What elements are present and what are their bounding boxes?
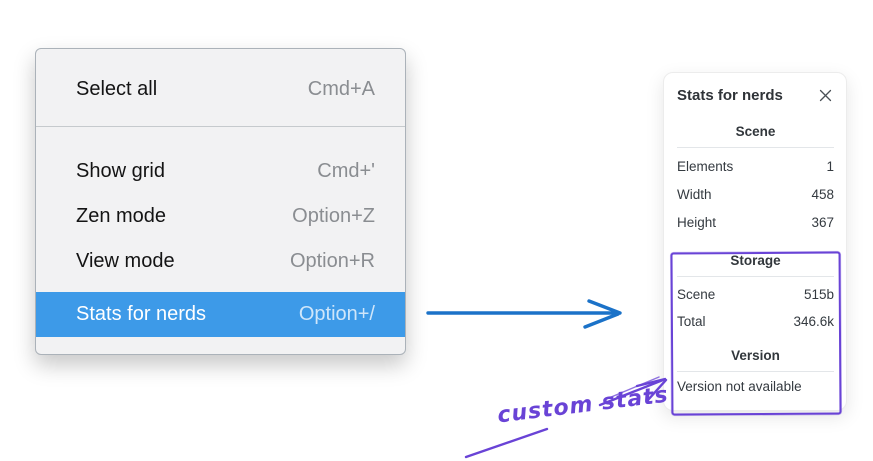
stat-value: 367 — [811, 214, 834, 230]
section-heading-scene: Scene — [735, 124, 776, 139]
menu-item-zen-mode[interactable]: Zen mode Option+Z — [36, 194, 405, 239]
close-icon — [819, 89, 831, 101]
custom-stats-annotation: custom stats — [496, 382, 670, 429]
section-divider — [677, 276, 834, 277]
stats-close-button[interactable] — [816, 86, 834, 104]
stat-label: Scene — [677, 287, 716, 302]
menu-to-panel-arrow — [426, 299, 622, 329]
stat-row-scene-storage: Scene 515b — [677, 281, 834, 308]
menu-divider — [36, 126, 405, 127]
stat-label: Height — [677, 214, 717, 230]
stats-panel-header: Stats for nerds — [677, 86, 834, 104]
stat-label: Total — [677, 314, 706, 329]
stat-label: Width — [677, 186, 712, 202]
menu-item-label: Show grid — [76, 160, 165, 182]
stat-value: 1 — [826, 158, 834, 174]
stat-row-elements: Elements 1 — [677, 152, 834, 180]
version-note: Version not available — [677, 379, 802, 394]
menu-item-show-grid[interactable]: Show grid Cmd+' — [36, 149, 405, 194]
section-heading-storage: Storage — [730, 253, 781, 268]
stat-value: 515b — [803, 287, 834, 302]
section-divider — [677, 371, 834, 372]
stat-row-height: Height 367 — [677, 208, 834, 236]
stats-panel-title: Stats for nerds — [677, 86, 783, 104]
menu-item-shortcut: Option+R — [289, 250, 375, 272]
section-heading-version: Version — [731, 348, 780, 363]
section-divider — [677, 147, 834, 148]
stat-value: 346.6k — [793, 314, 834, 329]
menu-item-label: View mode — [76, 250, 175, 272]
stat-label: Elements — [677, 158, 734, 174]
menu-item-label: Zen mode — [76, 205, 167, 227]
context-menu: Select all Cmd+A Show grid Cmd+' Zen mod… — [35, 48, 406, 355]
menu-item-shortcut: Cmd+A — [307, 78, 375, 100]
stat-row-total-storage: Total 346.6k — [677, 308, 834, 335]
menu-item-select-all[interactable]: Select all Cmd+A — [36, 67, 405, 112]
menu-item-view-mode[interactable]: View mode Option+R — [36, 239, 405, 284]
menu-item-shortcut: Option+/ — [298, 303, 375, 325]
stat-row-width: Width 458 — [677, 180, 834, 208]
menu-item-label: Select all — [76, 78, 158, 100]
stat-value: 458 — [811, 186, 834, 202]
menu-item-shortcut: Option+Z — [292, 205, 375, 227]
menu-item-label: Stats for nerds — [76, 303, 207, 325]
stats-panel: Stats for nerds Scene Elements 1 Width 4… — [663, 72, 847, 416]
menu-item-stats-for-nerds[interactable]: Stats for nerds Option+/ — [36, 292, 405, 337]
menu-item-shortcut: Cmd+' — [317, 160, 375, 182]
